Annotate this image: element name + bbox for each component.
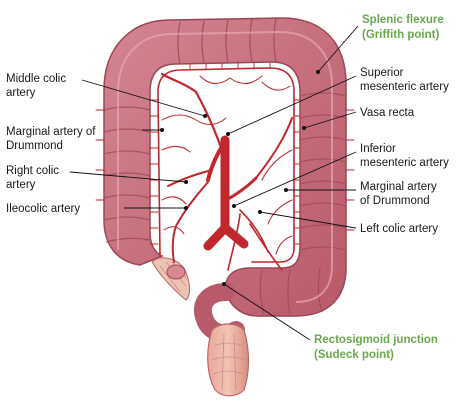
colon-illustration [103,17,347,397]
ileocolic-artery-vessel [171,181,209,263]
superior-mesenteric-artery [206,140,227,182]
marginal-artery-of-drummond [157,67,295,263]
inferior-mesenteric-label: Inferior mesenteric artery [360,143,449,169]
rectosigmoid-junction-label: Rectosigmoid junction (Sudeck point) [314,334,441,361]
middle-colic-label: Middle colic artery [6,73,69,99]
left-colic-artery-vessel [255,117,293,179]
splenic-flexure-label: Splenic flexure (Griffith point) [362,14,447,41]
inferior-mesenteric-artery [224,176,258,202]
vasa-recta-label: Vasa recta [360,107,415,119]
right-labels: Splenic flexure (Griffith point) Superio… [314,14,449,361]
caecum [151,257,191,301]
leader-lines [69,25,359,341]
rectum [207,323,250,397]
marginal-artery-right-label: Marginal artery of Drummond [360,181,440,207]
vasa-recta [95,61,355,245]
superior-mesenteric-label: Superior mesenteric artery [360,67,449,93]
arterial-tree [95,61,355,271]
left-labels: Middle colic artery Marginal artery of D… [6,73,99,215]
ileocolic-label: Ileocolic artery [6,203,80,215]
left-colic-label: Left colic artery [360,223,438,235]
taenia-coli [117,30,333,303]
right-colic-label: Right colic artery [6,165,62,191]
right-colic-artery-vessel [167,169,213,187]
aorta [203,135,249,251]
middle-colic-artery-vessel [160,72,224,152]
marginal-artery-left-label: Marginal artery of Drummond [6,126,99,152]
arterial-arcades [161,75,293,255]
large-intestine [103,17,347,317]
rectum-folds [211,333,247,391]
sigmoid-arteries [227,209,283,271]
